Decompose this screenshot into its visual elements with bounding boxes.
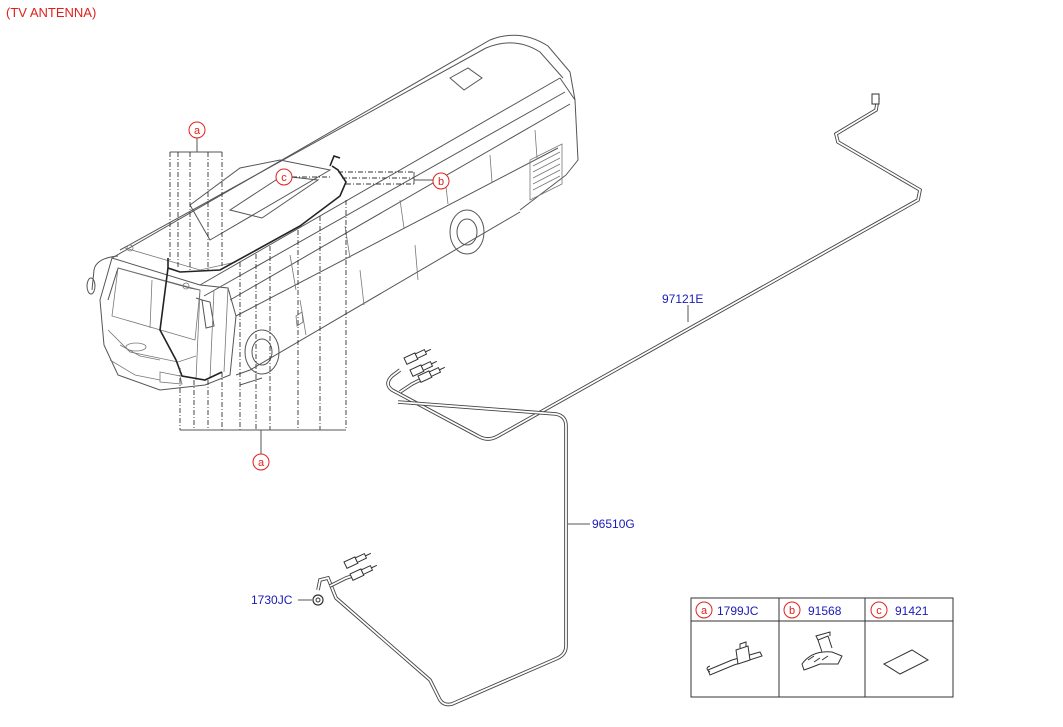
callout-a-lower-leaders (179, 200, 347, 454)
callout-b-leaders (338, 171, 433, 185)
antenna-wiring (159, 155, 347, 381)
legend-table: a 1799JC b 91568 c 91421 (690, 597, 954, 698)
callout-c: c (275, 168, 293, 186)
callout-a-lower: a (252, 453, 270, 471)
legend-cell-c: c 91421 (870, 601, 929, 619)
svg-text:b: b (789, 605, 795, 617)
clip-1730JC (312, 594, 324, 606)
wire-clip-icon (801, 631, 843, 671)
callout-a-upper: a (188, 121, 206, 139)
svg-text:a: a (701, 605, 708, 617)
bus-illustration (86, 34, 579, 391)
svg-text:c: c (876, 605, 882, 617)
part-label-96510G: 96510G (592, 517, 635, 531)
antenna-cable-97121E (386, 93, 923, 441)
svg-text:91421: 91421 (895, 604, 929, 618)
callout-b: b (432, 172, 450, 190)
part-label-1730JC: 1730JC (251, 593, 293, 607)
svg-text:b: b (438, 176, 444, 188)
svg-text:c: c (281, 172, 287, 184)
svg-text:1799JC: 1799JC (717, 604, 759, 618)
callout-a-upper-leaders (169, 138, 223, 272)
cable-tie-icon (706, 641, 763, 676)
extension-cable-96510G (316, 400, 568, 707)
page-title: (TV ANTENNA) (6, 5, 96, 20)
part-label-97121E: 97121E (662, 292, 703, 306)
adhesive-pad-icon (882, 649, 930, 675)
legend-cell-a: a 1799JC (695, 601, 759, 619)
svg-text:91568: 91568 (808, 604, 842, 618)
svg-text:a: a (258, 457, 265, 469)
svg-text:a: a (194, 125, 201, 137)
legend-cell-b: b 91568 (783, 601, 842, 619)
